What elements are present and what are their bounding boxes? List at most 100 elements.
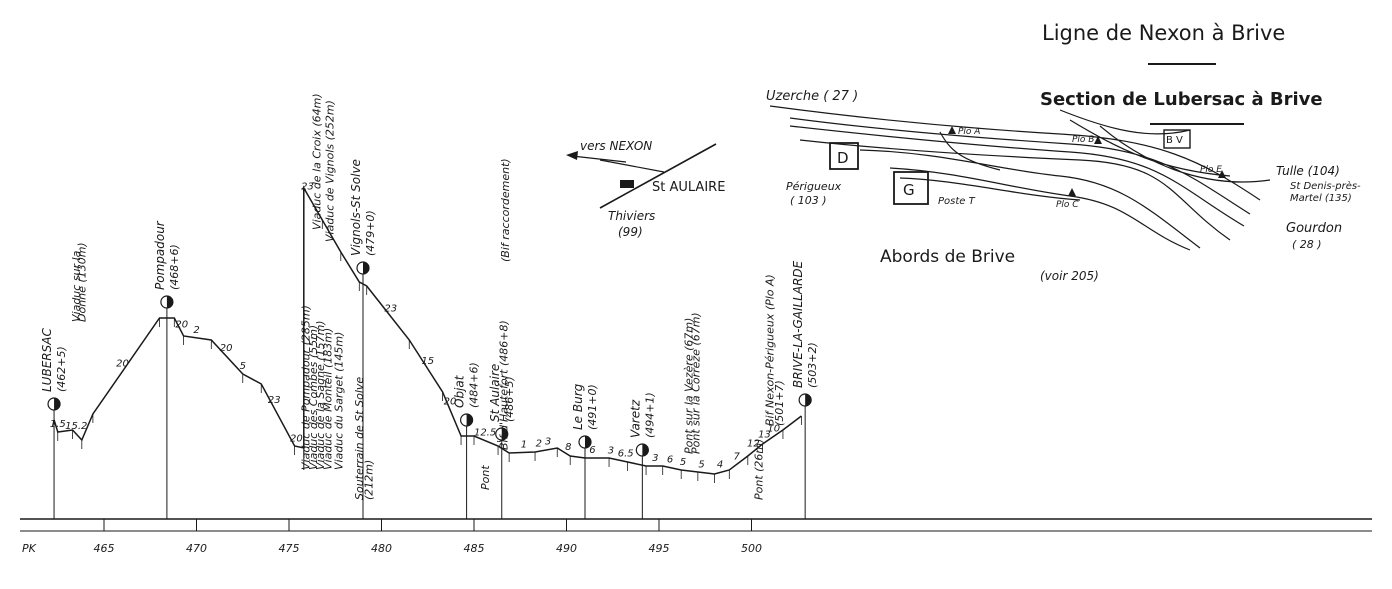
label-plo-a: Plo A bbox=[958, 127, 980, 137]
inset-saint-aulaire: vers NEXON St AULAIRE Thiviers (99) bbox=[566, 139, 725, 239]
station-name: Varetz bbox=[628, 399, 642, 438]
axis-tick-label-490: 490 bbox=[556, 542, 577, 555]
axis-tick-label-485: 485 bbox=[464, 542, 485, 555]
label-plo-c: Plo C bbox=[1056, 200, 1079, 210]
station-objat: Objat(484+6) bbox=[453, 362, 481, 519]
gradient-label: 2 bbox=[193, 325, 199, 336]
gradient-label: 20 bbox=[116, 358, 129, 369]
signal-box-c-icon bbox=[1068, 188, 1076, 196]
gradient-label: 15.2 bbox=[65, 421, 87, 432]
station-symbol-fill bbox=[585, 436, 591, 448]
inset-vers-nexon: vers NEXON bbox=[580, 139, 652, 153]
gradient-label: 1 bbox=[521, 439, 527, 450]
station-pk: (486+5) bbox=[503, 376, 516, 422]
axis-tick-label-495: 495 bbox=[649, 542, 670, 555]
inset-arrow-line bbox=[571, 155, 627, 163]
station-name: St Aulaire bbox=[488, 364, 502, 422]
gradient-label: 12 bbox=[747, 439, 760, 450]
brive-inset-title: Abords de Brive bbox=[880, 247, 1015, 267]
gradient-label: 23 bbox=[301, 181, 314, 192]
structure-note: Viaduc du Sarget (145m) bbox=[333, 332, 346, 470]
station-brive-la-gaillarde: BRIVE-LA-GAILLARDE(503+2) bbox=[791, 260, 819, 519]
station-name: Objat bbox=[453, 374, 467, 408]
station-lubersac: LUBERSAC(462+5) bbox=[40, 328, 68, 519]
station-le-burg: Le Burg(491+0) bbox=[571, 383, 599, 519]
stations: LUBERSAC(462+5) Pompadour(468+6) Vignols-S… bbox=[40, 159, 819, 519]
gradient-label: 3 bbox=[608, 445, 614, 456]
label-tulle: Tulle (104) bbox=[1276, 164, 1340, 178]
structure-note: Viaduc de la Croix (64m) bbox=[310, 93, 323, 230]
station-name: Vignols-St Solve bbox=[349, 159, 363, 256]
gradient-label: 20 bbox=[220, 343, 233, 354]
station-name: Pompadour bbox=[153, 220, 167, 290]
station-vignols-st-solve: Vignols-St Solve(479+0) bbox=[349, 159, 377, 519]
structure-note: Donne (130m) bbox=[76, 242, 89, 322]
inset-track bbox=[599, 159, 665, 173]
gradient-label: 1.5 bbox=[50, 419, 66, 430]
axis-tick-label-465: 465 bbox=[94, 542, 115, 555]
station-pk: (468+6) bbox=[168, 244, 181, 290]
signal-box-a-icon bbox=[948, 126, 956, 134]
structure-note: Bif Nexon-Périgueux (Plo A) bbox=[764, 274, 777, 426]
gradient-label: 5 bbox=[680, 457, 686, 468]
structure-note: Viaduc de Monteil (183m) bbox=[322, 328, 335, 470]
box-d-label: D bbox=[837, 149, 849, 167]
station-symbol-fill bbox=[166, 296, 173, 308]
axis-tick-label-480: 480 bbox=[371, 542, 392, 555]
gradient-label: 6.5 bbox=[618, 449, 634, 460]
station-symbol-fill bbox=[642, 444, 649, 456]
station-symbol-fill bbox=[363, 262, 369, 274]
axis-tick-label-475: 475 bbox=[279, 542, 300, 555]
gradient-label: 23 bbox=[268, 395, 281, 406]
box-g-label: G bbox=[903, 181, 915, 199]
brive-inset-ref: (voir 205) bbox=[1040, 269, 1099, 283]
gradient-label: 8 bbox=[565, 442, 571, 453]
label-uzerche: Uzerche ( 27 ) bbox=[766, 89, 858, 104]
label-stdenis: St Denis-près- bbox=[1290, 180, 1361, 192]
station-symbol-fill bbox=[501, 428, 508, 440]
gradient-label: 3 bbox=[652, 453, 658, 464]
brive-tracks bbox=[769, 105, 1271, 251]
gradient-label: 7 bbox=[734, 451, 741, 462]
gradient-label: 2 bbox=[536, 438, 542, 449]
station-st-aulaire: St Aulaire(486+5) bbox=[488, 364, 516, 519]
label-martel: Martel (135) bbox=[1290, 193, 1352, 204]
station-name: LUBERSAC bbox=[40, 328, 54, 392]
box-g bbox=[893, 171, 929, 205]
gradient-label: 10 bbox=[767, 423, 780, 434]
gradient-label: 20 bbox=[290, 433, 303, 444]
structure-note: Bif d'Hautefort (486+8) bbox=[497, 320, 510, 450]
inset-branch bbox=[599, 143, 717, 209]
signal-box-e-icon bbox=[1218, 170, 1226, 178]
station-pk: (479+0) bbox=[364, 210, 377, 256]
inset-station: St AULAIRE bbox=[652, 180, 725, 195]
station-symbol-fill bbox=[466, 414, 473, 426]
station-name: Le Burg bbox=[571, 383, 585, 430]
inset-brive: Abords de Brive (voir 205) Uzerche ( 27 … bbox=[766, 89, 1361, 283]
structure-note: Viaduc sur la bbox=[70, 250, 83, 322]
gradient-label: 23 bbox=[384, 304, 397, 315]
label-plo-b: Plo B bbox=[1072, 135, 1094, 145]
label-perigueux: Périgueux bbox=[786, 180, 842, 193]
structure-note: Pont bbox=[479, 465, 492, 490]
label-plo-e: Plo E bbox=[1200, 165, 1222, 175]
structure-note: Viaduc de Pompadour (285m) bbox=[299, 305, 312, 470]
station-varetz: Varetz(494+1) bbox=[628, 392, 656, 519]
station-pk: (491+0) bbox=[586, 384, 599, 430]
structure-note: (212m) bbox=[362, 460, 375, 500]
station-pk: (462+5) bbox=[55, 346, 68, 392]
station-name: BRIVE-LA-GAILLARDE bbox=[791, 260, 805, 388]
inset-thiviers: Thiviers bbox=[608, 209, 655, 223]
label-poste-t: Poste T bbox=[938, 196, 976, 207]
structure-note: (Bif raccordement) bbox=[499, 158, 512, 262]
label-gourdon: Gourdon bbox=[1286, 221, 1342, 236]
pk-label: PK bbox=[22, 542, 37, 555]
box-d bbox=[829, 142, 859, 170]
box-b bbox=[1163, 129, 1191, 149]
label-perigueux-num: ( 103 ) bbox=[790, 194, 827, 207]
axis-tick-label-500: 500 bbox=[741, 542, 762, 555]
gradient-label: 13 bbox=[758, 430, 771, 441]
gradient-label: 20 bbox=[444, 397, 457, 408]
